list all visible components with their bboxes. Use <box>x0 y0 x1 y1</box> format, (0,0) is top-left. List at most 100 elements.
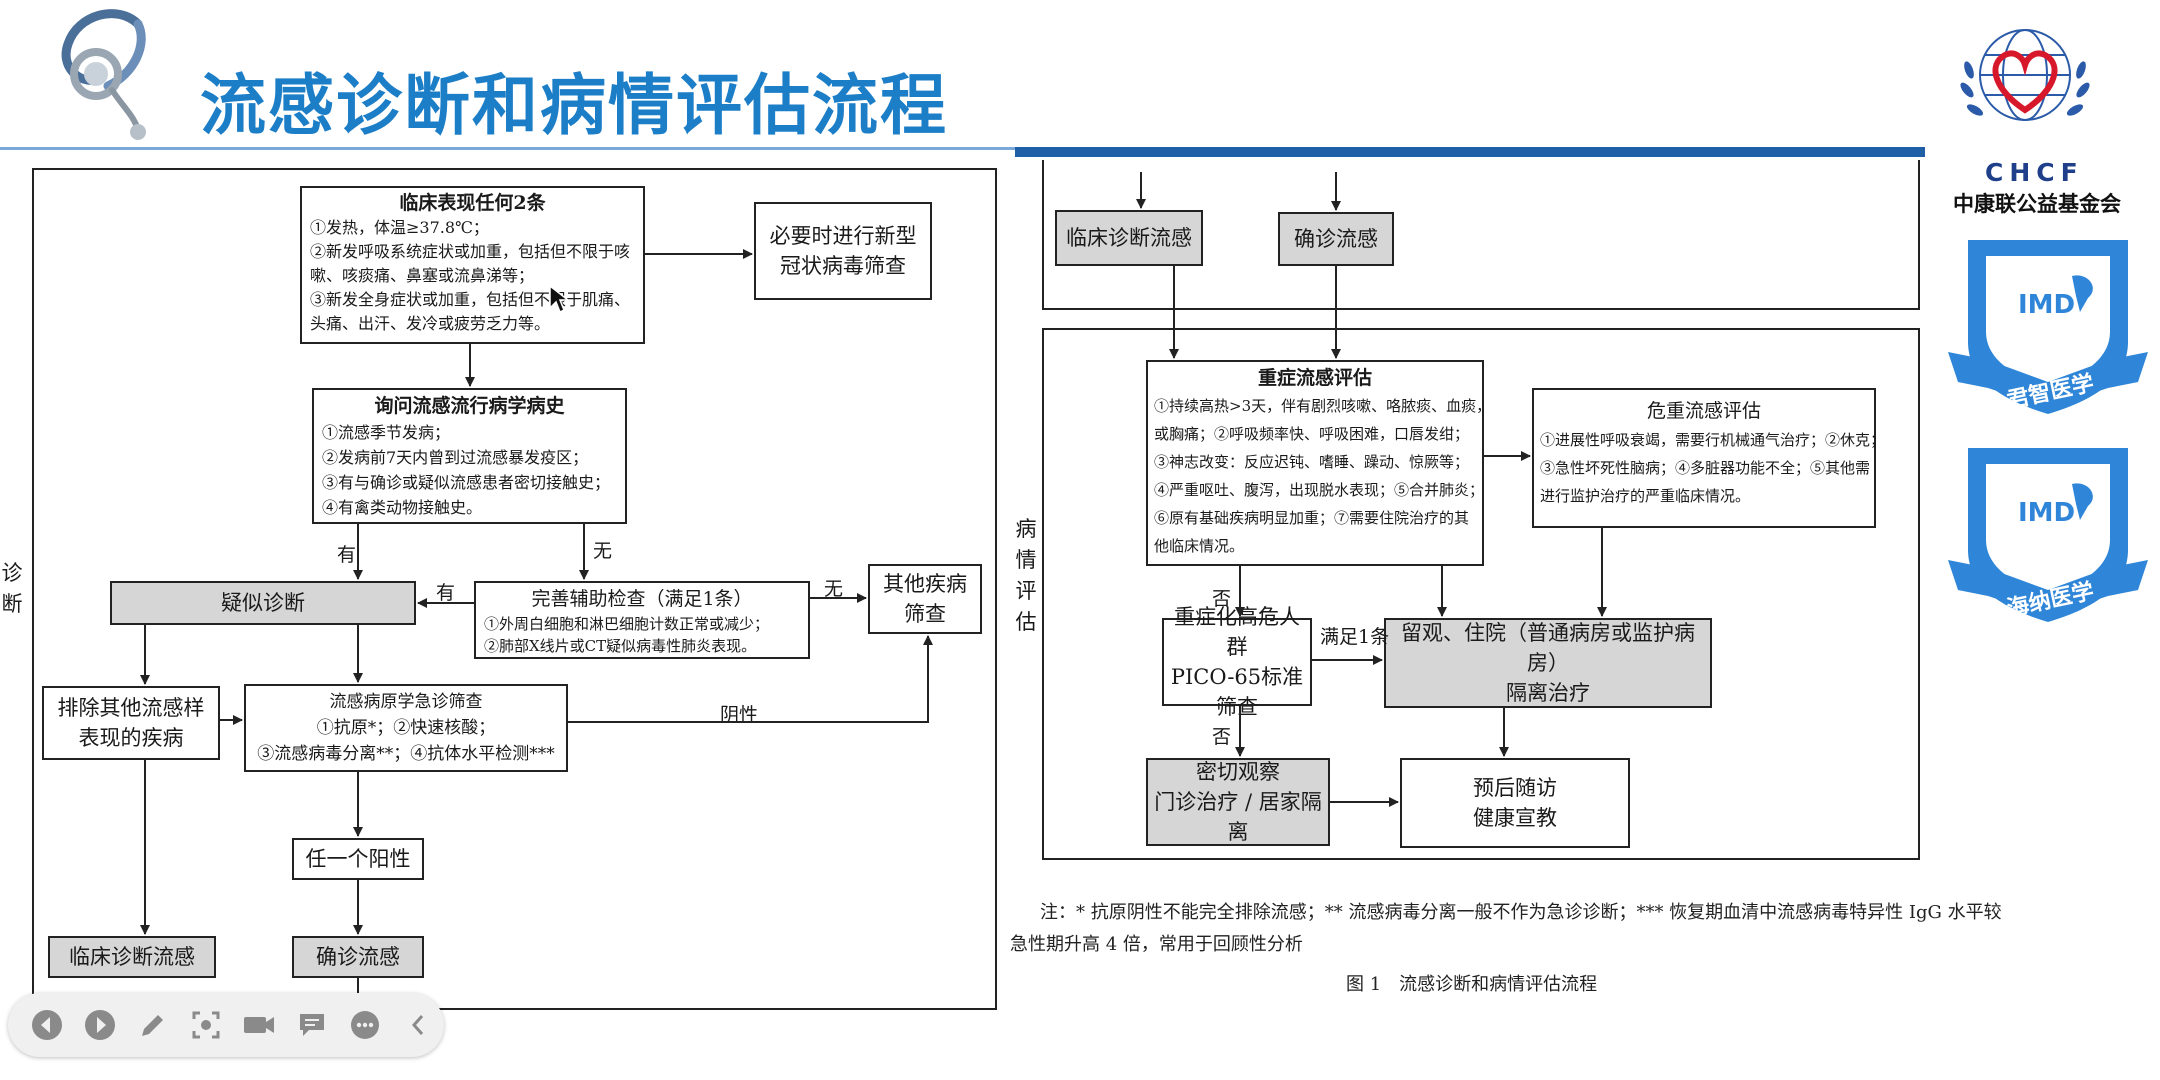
box-line: 门诊治疗 / 居家隔离 <box>1154 790 1322 844</box>
box-line: 嗽、咳痰痛、鼻塞或流鼻涕等； <box>310 266 535 285</box>
more-options-button[interactable] <box>338 998 391 1052</box>
box-title: 完善辅助检查（满足1条） <box>531 588 753 610</box>
box-line: 隔离治疗 <box>1506 681 1590 705</box>
side-char: 估 <box>1015 610 1037 634</box>
prev-slide-button[interactable] <box>20 998 73 1052</box>
mouse-cursor-icon <box>548 284 571 318</box>
box-line: 其他疾病 <box>883 572 967 596</box>
stethoscope-icon <box>38 4 158 144</box>
top-clinical-diagnosis-box: 临床诊断流感 <box>1055 210 1203 266</box>
edge-label-no-2: 否 <box>1212 726 1232 748</box>
pen-icon <box>141 1015 163 1036</box>
suspected-diagnosis-box: 疑似诊断 <box>110 581 416 625</box>
left-clinical-diagnosis-box: 临床诊断流感 <box>48 936 216 978</box>
play-icon <box>84 1010 115 1040</box>
box-label: 临床诊断流感 <box>1066 226 1192 250</box>
arrow-etiology-negative-to-other <box>568 635 933 723</box>
edge-label-wu-2: 无 <box>824 578 844 600</box>
chcf-abbr: CHCF <box>1985 158 2084 187</box>
box-line: ②发病前7天内曾到过流感暴发疫区； <box>322 448 589 467</box>
box-line: ①抗原*；②快速核酸； <box>316 718 496 738</box>
slide-title: 流感诊断和病情评估流程 <box>200 67 948 144</box>
camera-button[interactable] <box>232 998 285 1052</box>
collapse-icon <box>411 1015 423 1035</box>
box-line: 冠状病毒筛查 <box>780 254 906 278</box>
imd-mark-2: IMD <box>2018 498 2076 528</box>
imd-badge-junzhi: IMD 君智医学 <box>1948 232 2148 422</box>
box-line: 筛查 <box>904 602 946 626</box>
edge-label-meet-one: 满足1条 <box>1320 626 1390 648</box>
figure-caption: 图 1 流感诊断和病情评估流程 <box>1346 974 1598 995</box>
presentation-toolbar <box>8 993 444 1057</box>
box-line: 排除其他流感样 <box>57 696 205 720</box>
footnote-line-2: 急性期升高 4 倍，常用于回顾性分析 <box>1010 934 1303 955</box>
box-line: ①流感季节发病； <box>322 423 451 442</box>
auxiliary-exam-box: 完善辅助检查（满足1条） ①外周白细胞和淋巴细胞计数正常或减少； ②肺部X线片或… <box>474 581 810 659</box>
box-line: 健康宣教 <box>1473 806 1557 830</box>
side-char: 诊 <box>1 561 23 585</box>
edge-label-no-1: 否 <box>1212 588 1232 610</box>
side-label-severity: 病 情 评 估 <box>1014 514 1038 638</box>
box-line: ④有禽类动物接触史。 <box>322 498 483 517</box>
more-icon <box>350 1011 379 1039</box>
screenshot-button[interactable] <box>179 998 232 1052</box>
clinical-manifestation-box: 临床表现任何2条 ①发热，体温≥37.8℃； ②新发呼吸系统症状或加重，包括但不… <box>300 186 645 344</box>
side-char: 病 <box>1015 517 1037 541</box>
box-line: 留观、住院（普通病房或监护病房） <box>1401 621 1695 675</box>
imd-badge-haina: IMD 海纳医学 <box>1948 440 2148 630</box>
admission-box: 留观、住院（普通病房或监护病房） 隔离治疗 <box>1384 618 1712 708</box>
box-line: 预后随访 <box>1473 776 1557 800</box>
side-char: 断 <box>1 592 23 616</box>
box-line: ②新发呼吸系统症状或加重，包括但不限于咳 <box>310 242 631 261</box>
pen-tool-button[interactable] <box>126 998 179 1052</box>
title-divider-accent <box>1015 147 1925 157</box>
box-label: 确诊流感 <box>316 945 400 969</box>
screenshot-icon <box>192 1011 219 1039</box>
footnote-line-1: 注：* 抗原阴性不能完全排除流感；** 流感病毒分离一般不作为急诊诊断；*** … <box>1040 902 2002 923</box>
exclude-ili-box: 排除其他流感样 表现的疾病 <box>42 686 220 760</box>
box-line: ②肺部X线片或CT疑似病毒性肺炎表现。 <box>484 637 757 655</box>
box-line: 或胸痛；②呼吸频率快、呼吸困难，口唇发绀； <box>1154 425 1470 443</box>
box-line: ①进展性呼吸衰竭，需要行机械通气治疗；②休克； <box>1540 431 1886 449</box>
box-label: 临床诊断流感 <box>69 945 195 969</box>
title-divider <box>0 147 1925 150</box>
follow-up-box: 预后随访 健康宣教 <box>1400 758 1630 848</box>
next-slide-button[interactable] <box>73 998 126 1052</box>
box-line: ①发热，体温≥37.8℃； <box>310 218 489 237</box>
box-title: 重症流感评估 <box>1257 367 1372 389</box>
epidemiology-history-box: 询问流感流行病学病史 ①流感季节发病； ②发病前7天内曾到过流感暴发疫区； ③有… <box>312 388 627 524</box>
side-char: 评 <box>1015 579 1037 603</box>
box-line: PICO-65标准筛查 <box>1170 665 1304 719</box>
edge-label-wu-1: 无 <box>593 540 613 562</box>
box-label: 疑似诊断 <box>221 591 305 615</box>
box-line: ③神志改变：反应迟钝、嗜睡、躁动、惊厥等； <box>1154 453 1470 471</box>
any-positive-box: 任一个阳性 <box>292 838 424 880</box>
box-line: 密切观察 <box>1196 760 1280 784</box>
box-title: 危重流感评估 <box>1646 400 1761 422</box>
box-line: 表现的疾病 <box>78 726 184 750</box>
edge-label-you-2: 有 <box>436 582 456 604</box>
box-line: 他临床情况。 <box>1154 537 1245 555</box>
imd-mark-1: IMD <box>2018 290 2076 320</box>
edge-label-negative: 阴性 <box>720 704 759 726</box>
collapse-toolbar-button[interactable] <box>391 998 444 1052</box>
edge-label-you-1: 有 <box>337 544 357 566</box>
prev-icon <box>31 1010 62 1040</box>
severity-top-panel <box>1042 160 1920 310</box>
box-line: ③急性坏死性脑病；④多脏器功能不全；⑤其他需 <box>1540 459 1871 477</box>
etiology-screening-box: 流感病原学急诊筛查 ①抗原*；②快速核酸； ③流感病毒分离**；④抗体水平检测*… <box>244 684 568 772</box>
critical-flu-assessment-box: 危重流感评估 ①进展性呼吸衰竭，需要行机械通气治疗；②休克； ③急性坏死性脑病；… <box>1532 388 1886 528</box>
box-line: ①持续高热>3天，伴有剧烈咳嗽、咯脓痰、血痰， <box>1154 397 1492 415</box>
other-disease-screening-box: 其他疾病 筛查 <box>868 564 982 634</box>
chcf-name: 中康联公益基金会 <box>1953 192 2121 216</box>
box-line: ③有与确诊或疑似流感患者密切接触史； <box>322 473 611 492</box>
left-confirmed-diagnosis-box: 确诊流感 <box>292 936 424 978</box>
box-line: ⑥原有基础疾病明显加重；⑦需要住院治疗的其 <box>1154 509 1470 527</box>
box-line: ④严重呕吐、腹泻，出现脱水表现；⑤合并肺炎； <box>1154 481 1485 499</box>
side-label-diagnosis: 诊 断 <box>0 558 24 620</box>
comment-button[interactable] <box>285 998 338 1052</box>
box-line: 进行监护治疗的严重临床情况。 <box>1540 487 1751 505</box>
box-label: 确诊流感 <box>1294 227 1378 251</box>
box-line: ①外周白细胞和淋巴细胞计数正常或减少； <box>484 615 770 633</box>
